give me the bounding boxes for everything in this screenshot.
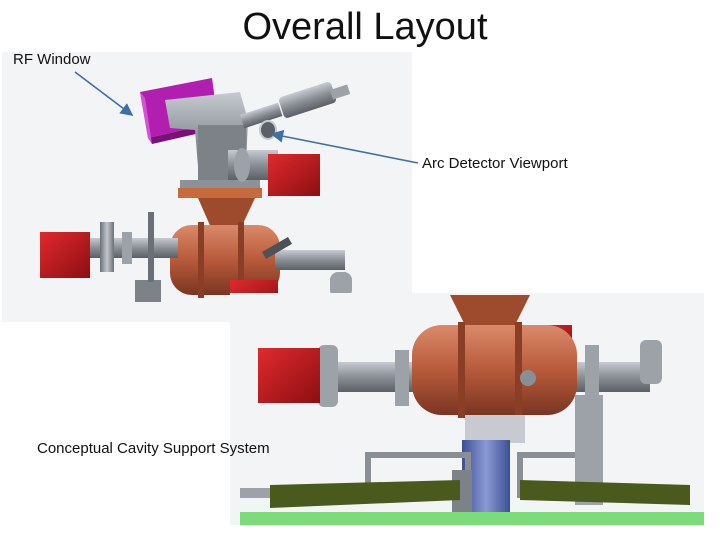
green-rail (240, 512, 704, 525)
support-system-label: Conceptual Cavity Support System (37, 440, 270, 457)
page-title: Overall Layout (242, 6, 488, 48)
arc-detector-arrow (270, 129, 419, 164)
olive-rails (270, 480, 690, 508)
copper-cavity-lower (412, 322, 577, 418)
left-bolt (240, 488, 270, 498)
rf-window-arrow (74, 71, 134, 116)
copper-cavity-upper (170, 222, 280, 298)
side-port-right (228, 148, 320, 196)
rf-window-label: RF Window (13, 51, 91, 68)
viewport-tube (240, 82, 351, 140)
left-beam-pipe (40, 212, 178, 302)
arc-detector-label: Arc Detector Viewport (422, 155, 568, 172)
